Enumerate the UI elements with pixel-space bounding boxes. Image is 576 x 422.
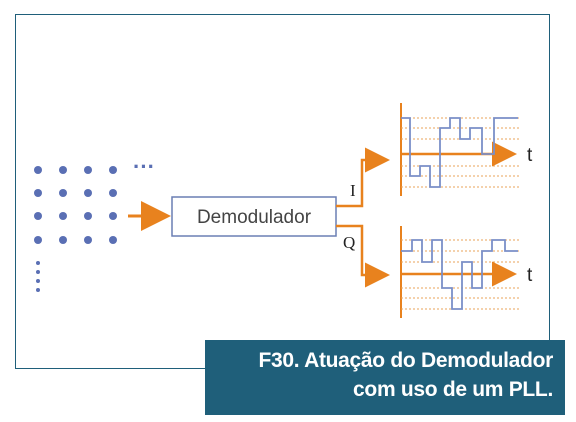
i-signal-plot: [400, 103, 520, 196]
caption-line-1: F30. Atuação do Demodulador: [258, 349, 554, 372]
demodulator-block: [171, 196, 337, 237]
i-branch-label: I: [350, 181, 356, 200]
figure-caption: F30. Atuação do Demodulador com uso de u…: [205, 340, 565, 415]
q-branch-label: Q: [343, 233, 355, 252]
q-branch-line: [336, 224, 390, 288]
q-time-label: t: [527, 265, 533, 286]
demodulator-label: Demodulador: [197, 207, 312, 228]
i-branch-line: [336, 147, 390, 208]
q-signal-waveform: [401, 239, 518, 310]
i-time-label: t: [527, 145, 533, 166]
q-signal-plot: [400, 226, 520, 318]
constellation-ellipsis: ···: [133, 154, 155, 179]
constellation-dots: [34, 166, 117, 292]
caption-line-2: com uso de um PLL.: [353, 378, 553, 401]
i-signal-waveform: [401, 117, 518, 188]
